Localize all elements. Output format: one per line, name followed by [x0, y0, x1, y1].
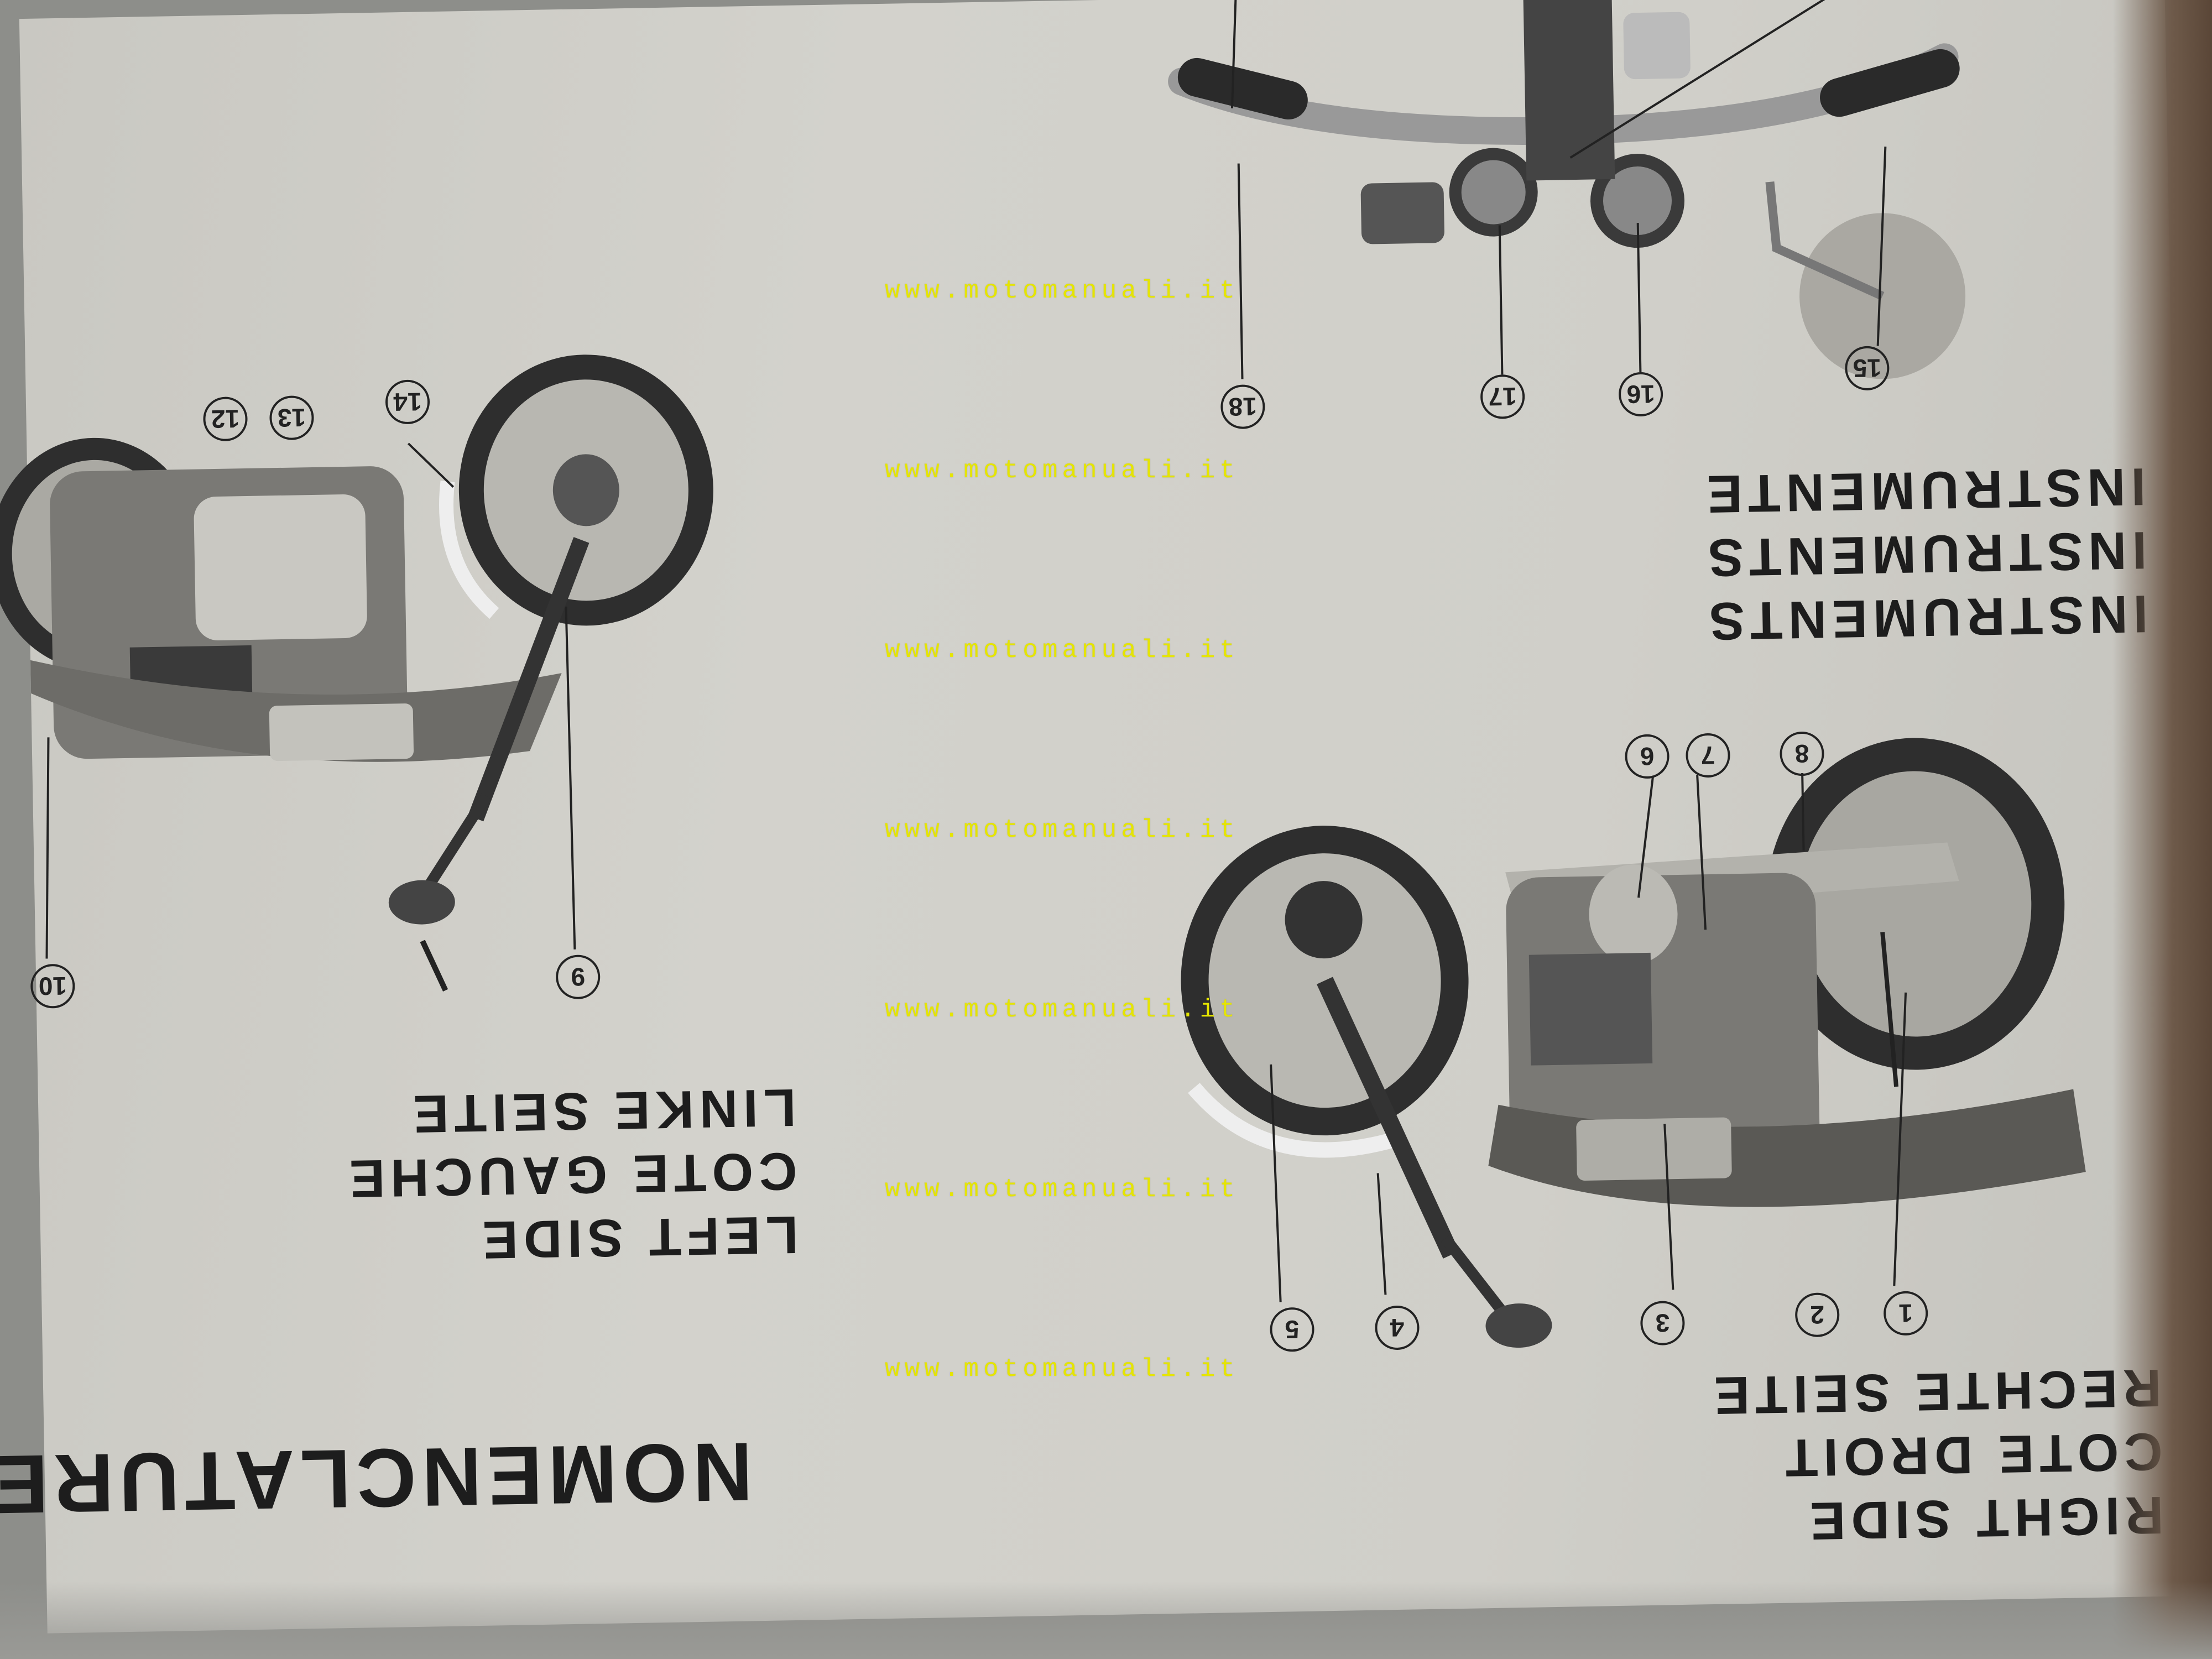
watermark-3: www.motomanuali.it	[885, 636, 1239, 665]
instruments-photo	[1168, 0, 1966, 379]
watermark-6: www.motomanuali.it	[885, 1175, 1239, 1204]
bottom-shadow	[0, 1582, 2212, 1659]
watermark-4: www.motomanuali.it	[885, 816, 1239, 844]
callout-leader-lines	[45, 0, 1907, 1302]
watermark-1: www.motomanuali.it	[885, 276, 1239, 305]
manual-page: NOMENCLATURE LEFT SIDE COTE GAUCHE LINKE…	[0, 0, 2193, 1634]
right-side-motorcycle-photo	[1181, 738, 2086, 1348]
watermark-7: www.motomanuali.it	[885, 1355, 1239, 1384]
watermark-2: www.motomanuali.it	[885, 456, 1239, 485]
finger-shadow	[2112, 0, 2212, 1659]
watermark-5: www.motomanuali.it	[885, 995, 1239, 1024]
left-side-motorcycle-photo	[0, 354, 713, 992]
